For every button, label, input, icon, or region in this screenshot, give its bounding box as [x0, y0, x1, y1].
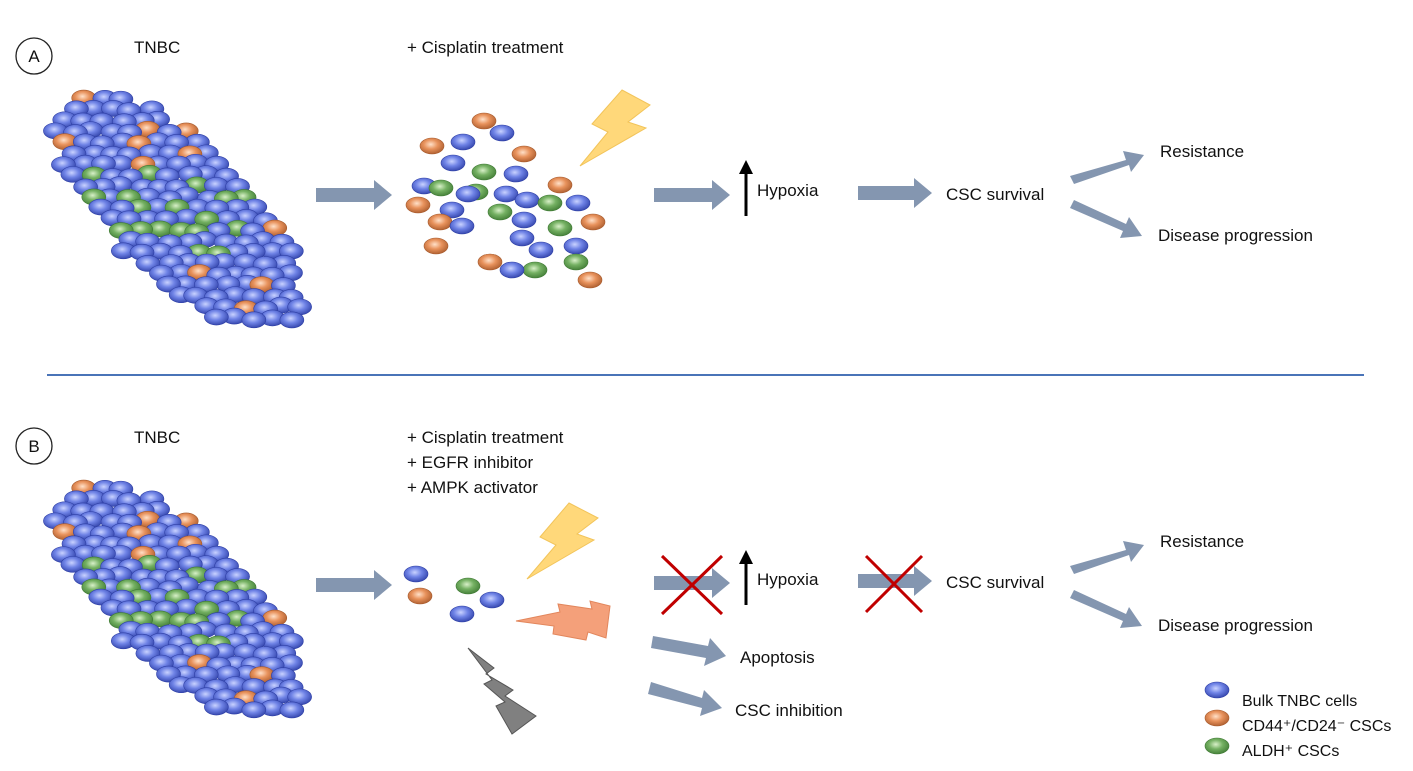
panel-a-arrow-1	[316, 180, 392, 210]
panel-b-csc-survival-label: CSC survival	[946, 573, 1044, 592]
panel-a-tumor-cluster	[43, 89, 312, 329]
legend-cd44-cell-icon	[1204, 709, 1230, 727]
panel-a-tumor-label: TNBC	[134, 38, 180, 57]
panel-b-hypoxia-label: Hypoxia	[757, 570, 819, 589]
legend-aldh-cell-icon	[1204, 737, 1230, 755]
bulk-cell	[450, 133, 476, 151]
cd44-cell	[419, 137, 445, 155]
cd44-cell	[423, 237, 449, 255]
bulk-cell	[279, 701, 305, 719]
cd44-cell	[471, 112, 497, 130]
cd44-cell	[547, 176, 573, 194]
legend-aldh-label: ALDH⁺ CSCs	[1242, 743, 1339, 760]
panel-a-marker: A	[28, 47, 40, 66]
aldh-cell	[537, 194, 563, 212]
bulk-cell	[499, 261, 525, 279]
panel-a-arrow-2	[654, 180, 730, 210]
aldh-cell	[428, 179, 454, 197]
panel-b-arrow-progression	[1070, 590, 1142, 628]
bulk-cell	[563, 237, 589, 255]
panel-b-arrow-resistance	[1070, 541, 1144, 574]
panel-a-treatment-label: + Cisplatin treatment	[407, 38, 564, 57]
aldh-cell	[471, 163, 497, 181]
bulk-cell	[455, 185, 481, 203]
panel-b-progression-label: Disease progression	[1158, 616, 1313, 635]
bulk-cell	[489, 124, 515, 142]
bulk-cell	[204, 308, 229, 326]
panel-b-apoptosis-label: Apoptosis	[740, 648, 815, 667]
panel-b-arrow-csc-inhibition	[648, 682, 722, 716]
bulk-cell	[440, 154, 466, 172]
legend-bulk-label: Bulk TNBC cells	[1242, 693, 1357, 710]
panel-a-up-arrow-icon	[739, 160, 753, 216]
panel-b-cross-2-icon	[864, 554, 924, 614]
panel-b-arrow-1	[316, 570, 392, 600]
panel-a-arrow-3	[858, 178, 932, 208]
bulk-cell	[509, 229, 535, 247]
panel-a-csc-survival-label: CSC survival	[946, 185, 1044, 204]
bulk-cell	[503, 165, 529, 183]
panel-b-marker: B	[28, 437, 39, 456]
panel-a-progression-label: Disease progression	[1158, 226, 1313, 245]
panel-b-yellow-lightning-icon	[526, 502, 599, 580]
panel-b-csc-inhibition-label: CSC inhibition	[735, 701, 843, 720]
panel-b-treatment-2: + EGFR inhibitor	[407, 453, 533, 472]
panel-b-cross-1-icon	[660, 554, 724, 616]
aldh-cell	[522, 261, 548, 279]
bulk-cell	[449, 605, 475, 623]
legend-cd44-label: CD44⁺/CD24⁻ CSCs	[1242, 718, 1391, 735]
bulk-cell	[439, 201, 465, 219]
panel-b-treatment-3: + AMPK activator	[407, 478, 538, 497]
cd44-cell	[427, 213, 453, 231]
panel-a-lightning-icon	[579, 89, 651, 167]
legend: Bulk TNBC cells CD44⁺/CD24⁻ CSCs ALDH⁺ C…	[1204, 681, 1391, 760]
bulk-cell	[479, 591, 505, 609]
panel-b-gray-lightning-icon	[467, 647, 537, 735]
aldh-cell	[487, 203, 513, 221]
panel-b-treated-cells	[403, 565, 505, 623]
cd44-cell	[407, 587, 433, 605]
bulk-cell	[528, 241, 554, 259]
panel-a-resistance-label: Resistance	[1160, 142, 1244, 161]
cd44-cell	[577, 271, 603, 289]
panel-a-arrow-resistance	[1070, 151, 1144, 184]
bulk-cell	[241, 311, 267, 329]
legend-bulk-cell-icon	[1204, 681, 1230, 699]
cd44-cell	[477, 253, 503, 271]
panel-a-hypoxia-label: Hypoxia	[757, 181, 819, 200]
bulk-cell	[514, 191, 540, 209]
panel-a: A TNBC + Cisplatin treatment Hypoxia CSC…	[15, 37, 1313, 329]
panel-b-tumor-cluster	[43, 479, 312, 719]
aldh-cell	[547, 219, 573, 237]
aldh-cell	[455, 577, 481, 595]
panel-b-resistance-label: Resistance	[1160, 532, 1244, 551]
aldh-cell	[563, 253, 589, 271]
panel-b-marker-circle	[15, 427, 53, 465]
panel-b-treatment-1: + Cisplatin treatment	[407, 428, 564, 447]
panel-b-orange-lightning-icon	[515, 600, 611, 641]
panel-a-arrow-progression	[1070, 200, 1142, 238]
bulk-cell	[241, 701, 267, 719]
panel-b-up-arrow-icon	[739, 550, 753, 605]
bulk-cell	[511, 211, 537, 229]
bulk-cell	[449, 217, 475, 235]
bulk-cell	[204, 698, 229, 716]
bulk-cell	[565, 194, 591, 212]
panel-b-arrow-apoptosis	[651, 636, 726, 666]
panel-b-tumor-label: TNBC	[134, 428, 180, 447]
panel-a-treated-cells	[405, 112, 606, 289]
panel-a-marker-circle	[15, 37, 53, 75]
bulk-cell	[403, 565, 429, 583]
bulk-cell	[279, 311, 305, 329]
bulk-cell	[493, 185, 519, 203]
panel-b: B TNBC + Cisplatin treatment + EGFR inhi…	[15, 427, 1313, 735]
cd44-cell	[580, 213, 606, 231]
cd44-cell	[511, 145, 537, 163]
cd44-cell	[405, 196, 431, 214]
